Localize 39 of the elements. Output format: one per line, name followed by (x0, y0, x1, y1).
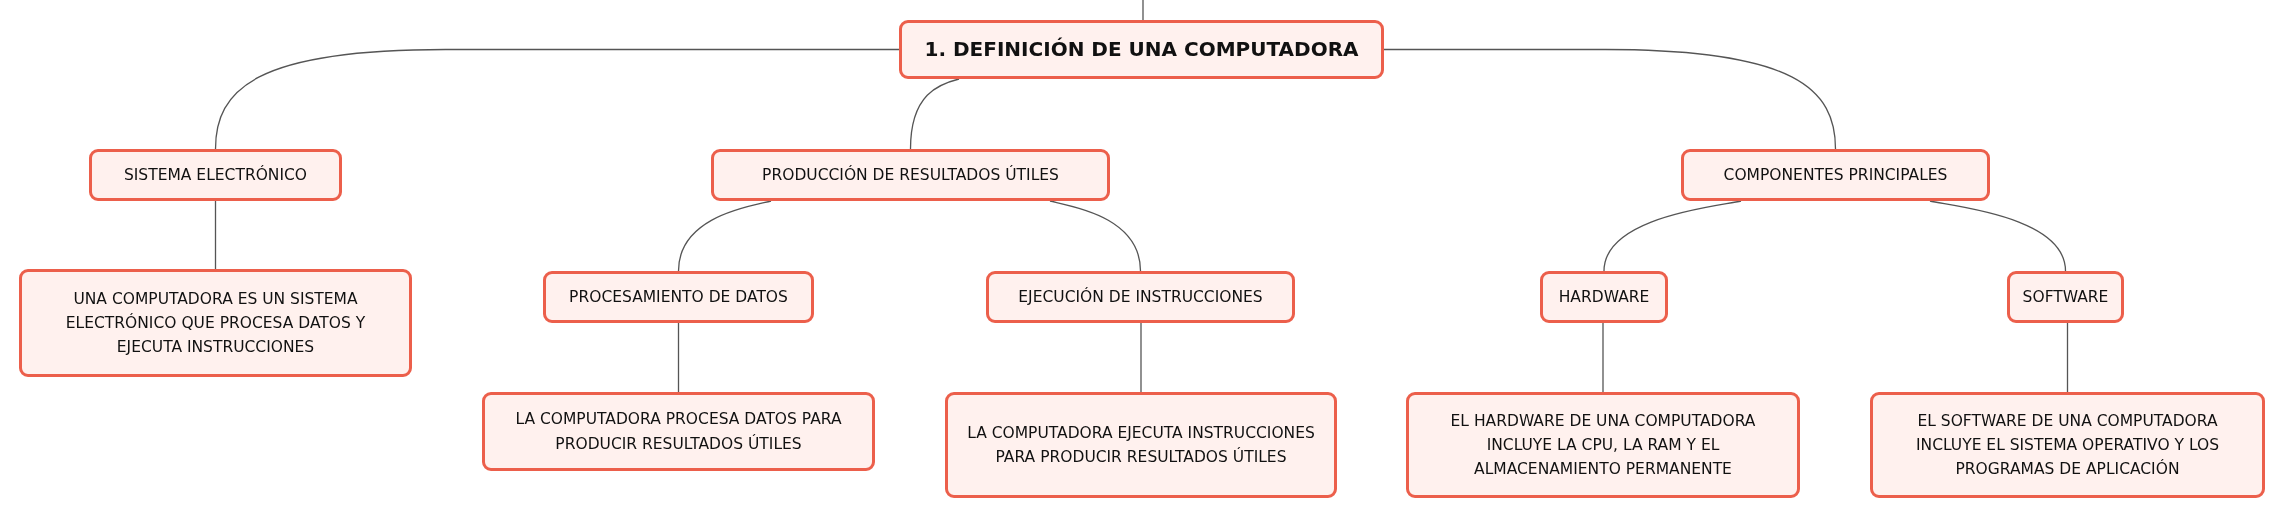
topic-box (945, 392, 1337, 498)
topic-text: HARDWARE (1558, 287, 1650, 308)
topic-box (543, 271, 814, 323)
topic-box (89, 149, 342, 201)
topic-text: COMPONENTES PRINCIPALES (1723, 165, 1948, 186)
connector-line (1049, 200, 1142, 272)
topic-box (2007, 271, 2124, 323)
topic-text: EL HARDWARE DE UNA COMPUTADORA INCLUYE LA CPU, LA RAM Y EL ALMACENAMIENTO PERMANENTE (1449, 410, 1757, 480)
connector-line (1142, 0, 1144, 21)
topic-text: EL SOFTWARE DE UNA COMPUTADORA INCLUYE EL SISTEMA OPERATIVO Y LOS PROGRAMAS DE APLICACIÓN (1914, 410, 2221, 480)
topic-box (986, 271, 1295, 323)
connector-line (677, 200, 772, 272)
topic-text: SOFTWARE (2022, 287, 2109, 308)
topic-box (1870, 392, 2265, 498)
topic-box (19, 269, 412, 377)
topic-text: LA COMPUTADORA EJECUTA INSTRUCCIONES PARA PRODUCIR RESULTADOS ÚTILES (966, 423, 1316, 468)
connector-line (214, 48, 900, 150)
connector-line (1603, 200, 1742, 272)
title-box (899, 20, 1384, 79)
topic-box (1681, 149, 1990, 201)
topic-text: UNA COMPUTADORA ES UN SISTEMA ELECTRÓNICO QUE PROCESA DATOS Y EJECUTA INSTRUCCIONES (64, 288, 367, 358)
topic-box (1540, 271, 1668, 323)
topic-text: LA COMPUTADORA PROCESA DATOS PARA PRODUCIR RESULTADOS ÚTILES (514, 409, 843, 455)
connector-line (214, 200, 217, 270)
connector-line (1140, 322, 1142, 393)
topic-box (1406, 392, 1800, 498)
connector-line (677, 322, 680, 393)
topic-text: PRODUCCIÓN DE RESULTADOS ÚTILES (762, 164, 1059, 186)
connector-line (1929, 200, 2067, 272)
connector-line (909, 78, 960, 150)
topic-text: EJECUCIÓN DE INSTRUCCIONES (1018, 286, 1263, 308)
connector-line (2066, 322, 2069, 393)
connector-line (1383, 48, 1837, 150)
topic-text: SISTEMA ELECTRÓNICO (123, 164, 308, 186)
topic-text: 1. DEFINICIÓN DE UNA COMPUTADORA (924, 36, 1359, 63)
topic-box (482, 392, 875, 471)
topic-text: PROCESAMIENTO DE DATOS (569, 287, 788, 308)
topic-box (711, 149, 1110, 201)
connector-line (1602, 322, 1604, 393)
